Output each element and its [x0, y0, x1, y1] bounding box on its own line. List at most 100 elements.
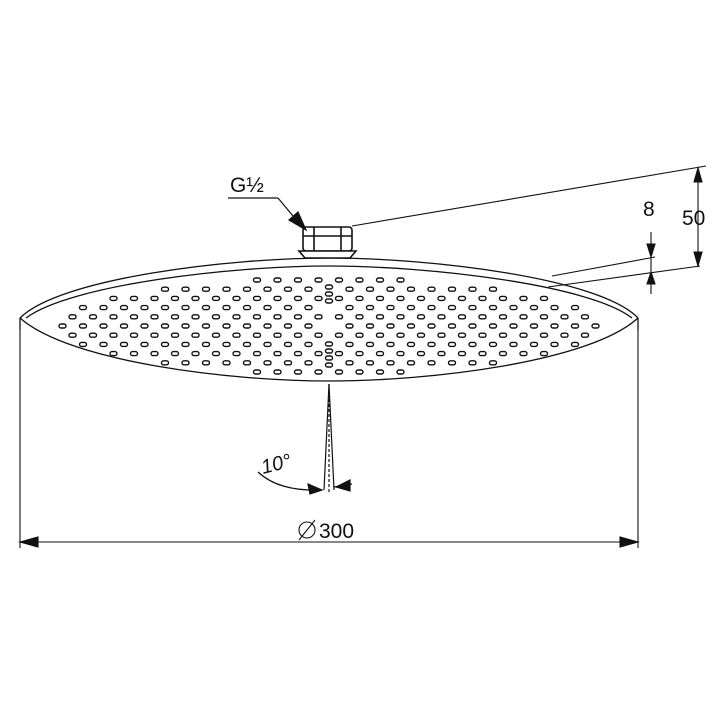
nozzle — [263, 304, 272, 311]
nozzle — [129, 332, 139, 338]
nozzle — [211, 332, 221, 338]
nozzle — [334, 332, 344, 338]
nozzle — [468, 286, 477, 292]
nozzle — [519, 314, 528, 320]
nozzle — [119, 323, 129, 329]
nozzle — [437, 332, 446, 338]
nozzle — [519, 332, 528, 338]
nozzle — [488, 323, 498, 329]
nozzle — [211, 314, 221, 320]
nozzle — [263, 286, 272, 292]
nozzle — [222, 304, 231, 311]
nozzle — [201, 360, 211, 366]
nozzle — [437, 295, 446, 302]
nozzle — [365, 341, 375, 348]
nozzle — [99, 304, 108, 311]
nozzle — [252, 369, 262, 375]
nozzle — [252, 332, 262, 338]
nozzle — [509, 304, 518, 311]
nozzle — [427, 360, 436, 366]
nozzle — [68, 314, 77, 320]
nozzle — [365, 360, 375, 366]
nozzle — [109, 332, 118, 338]
nozzle — [314, 369, 323, 375]
nozzle — [580, 314, 590, 320]
nozzle — [591, 323, 600, 329]
nozzle — [293, 295, 303, 302]
nozzle — [355, 314, 364, 320]
nozzle — [345, 304, 354, 311]
nozzle — [252, 295, 262, 302]
nozzle — [191, 314, 200, 320]
nozzle — [109, 295, 118, 302]
nozzle — [170, 350, 180, 357]
nozzle — [99, 341, 108, 348]
nozzle — [150, 295, 159, 302]
nozzle — [478, 295, 487, 302]
nozzle — [314, 350, 323, 357]
nozzle — [324, 291, 334, 297]
nozzle — [478, 314, 487, 320]
diameter-dimension — [17, 330, 641, 548]
nozzle — [201, 323, 211, 329]
nozzle — [396, 277, 405, 283]
nozzle — [293, 369, 303, 375]
nozzle — [468, 304, 477, 311]
nozzle — [406, 304, 416, 311]
nozzle — [293, 332, 303, 338]
nozzle — [160, 323, 170, 329]
nozzle — [550, 323, 559, 329]
diameter-symbol — [298, 521, 316, 539]
nozzle — [570, 341, 580, 348]
nozzle — [99, 323, 108, 329]
nozzle — [406, 341, 416, 348]
nozzle — [457, 295, 467, 302]
nozzle — [416, 295, 426, 302]
nozzle — [396, 369, 405, 375]
nozzle — [304, 286, 313, 292]
angle-label: 10° — [259, 450, 294, 479]
nozzle — [150, 332, 159, 338]
height-label: 50 — [682, 207, 705, 230]
nozzle — [345, 341, 354, 348]
angle-arrow-right — [334, 479, 351, 492]
nozzle — [416, 332, 426, 338]
nozzle — [550, 341, 559, 348]
nozzle — [386, 360, 395, 366]
nozzle — [140, 323, 149, 329]
plate-bottom-edge — [19, 317, 639, 382]
nozzle — [437, 314, 446, 320]
nozzle — [437, 350, 446, 357]
nozzle — [396, 314, 405, 320]
nozzle — [273, 295, 282, 302]
nozzle — [447, 360, 457, 366]
nozzle — [191, 350, 200, 357]
nozzle — [109, 350, 118, 357]
nozzle — [396, 295, 405, 302]
extension-line-top — [351, 165, 707, 227]
nozzle — [396, 350, 405, 357]
nozzle — [375, 314, 385, 320]
nozzle — [232, 350, 241, 357]
nozzle — [457, 350, 467, 357]
nozzle — [314, 314, 323, 320]
nozzle — [109, 314, 118, 320]
nozzle — [416, 350, 426, 357]
nozzle — [457, 332, 467, 338]
nozzle — [345, 286, 354, 292]
nozzle — [283, 323, 293, 329]
nozzle — [273, 369, 282, 375]
nozzle — [447, 341, 457, 348]
nozzle — [447, 286, 457, 292]
angle-arrow-left — [307, 482, 324, 495]
nozzle — [386, 286, 395, 292]
nozzle — [386, 304, 395, 311]
nozzle — [427, 304, 436, 311]
nozzle — [334, 369, 344, 375]
nozzle — [170, 314, 180, 320]
nozzle — [242, 360, 252, 366]
nozzle — [58, 323, 67, 329]
nozzle — [314, 277, 323, 283]
nozzle — [263, 323, 272, 329]
nozzle — [355, 295, 364, 302]
